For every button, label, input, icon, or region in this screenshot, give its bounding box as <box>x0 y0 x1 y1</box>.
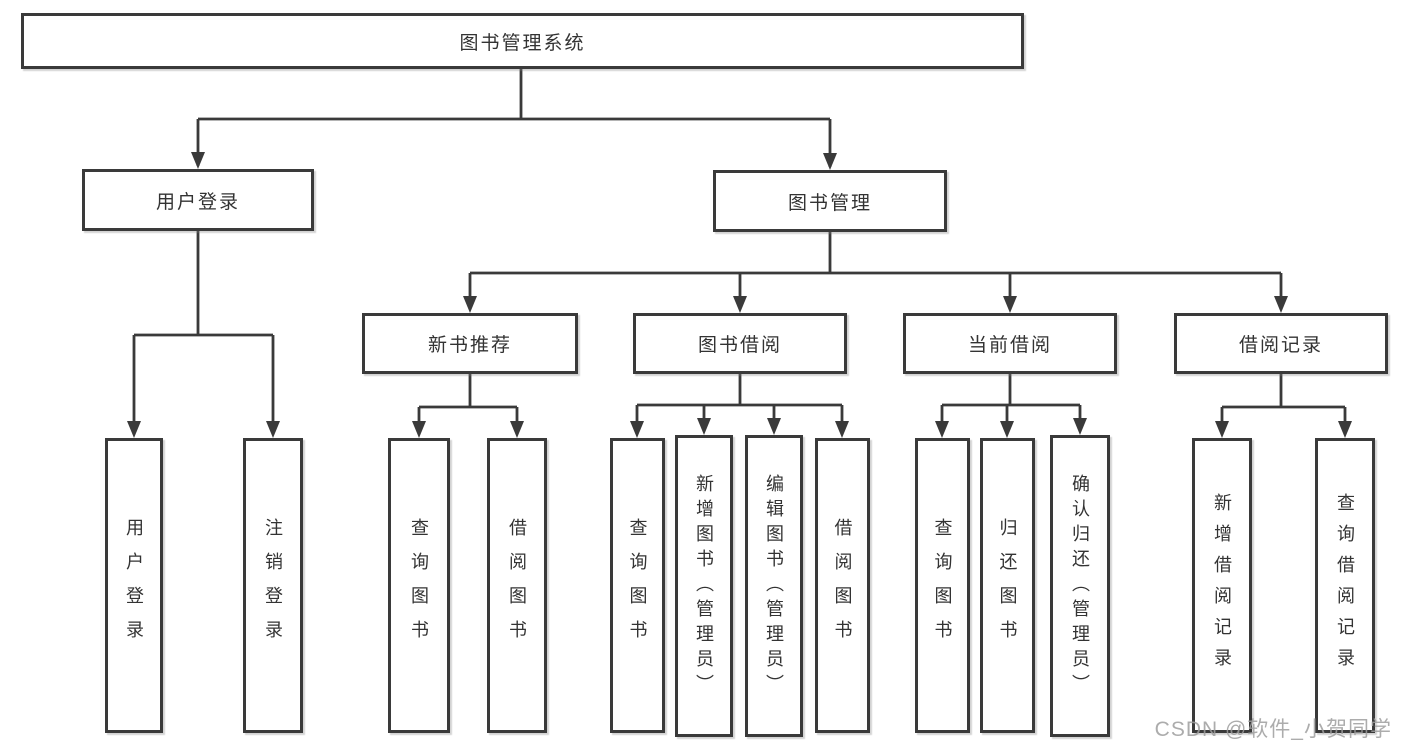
node-borrow-records-label: 借阅记录 <box>1238 335 1323 356</box>
leaf-query-books-2-label: 查询图书 <box>627 517 648 654</box>
leaf-user-login-label: 用户登录 <box>124 517 144 654</box>
leaf-query-books-3-label: 查询图书 <box>932 517 953 654</box>
csdn-watermark: CSDN @软件_小贺同学 <box>1154 718 1392 741</box>
leaf-edit-books-admin-label: 编辑图书（管理员） <box>764 473 784 699</box>
node-book-borrow-label: 图书借阅 <box>697 335 782 356</box>
node-current-borrow: 当前借阅 <box>903 313 1117 374</box>
leaf-add-borrow-record: 新增借阅记录 <box>1192 438 1252 733</box>
leaf-logout: 注销登录 <box>243 438 303 733</box>
node-user-login-label: 用户登录 <box>155 191 240 213</box>
leaf-borrow-books-1: 借阅图书 <box>487 438 547 733</box>
leaf-confirm-return-admin: 确认归还（管理员） <box>1050 435 1110 737</box>
leaf-query-books-3: 查询图书 <box>915 438 970 733</box>
leaf-return-books: 归还图书 <box>980 438 1035 733</box>
node-user-login: 用户登录 <box>82 169 314 231</box>
node-book-management: 图书管理 <box>713 170 947 232</box>
leaf-borrow-books-2: 借阅图书 <box>815 438 870 733</box>
leaf-query-borrow-record-label: 查询借阅记录 <box>1335 492 1355 679</box>
leaf-return-books-label: 归还图书 <box>997 517 1018 654</box>
node-current-borrow-label: 当前借阅 <box>967 335 1052 356</box>
node-borrow-records: 借阅记录 <box>1174 313 1388 374</box>
leaf-borrow-books-2-label: 借阅图书 <box>832 517 853 654</box>
leaf-confirm-return-admin-label: 确认归还（管理员） <box>1070 473 1090 699</box>
leaf-add-books-admin-label: 新增图书（管理员） <box>694 473 714 699</box>
leaf-borrow-books-1-label: 借阅图书 <box>507 517 527 654</box>
node-root-label: 图书管理系统 <box>459 32 586 54</box>
leaf-query-borrow-record: 查询借阅记录 <box>1315 438 1375 733</box>
leaf-add-borrow-record-label: 新增借阅记录 <box>1212 492 1232 679</box>
leaf-query-books-1: 查询图书 <box>388 438 450 733</box>
node-new-book-recommend: 新书推荐 <box>362 313 578 374</box>
leaf-add-books-admin: 新增图书（管理员） <box>675 435 733 737</box>
leaf-edit-books-admin: 编辑图书（管理员） <box>745 435 803 737</box>
node-new-book-recommend-label: 新书推荐 <box>427 335 512 356</box>
leaf-query-books-2: 查询图书 <box>610 438 665 733</box>
arrowheads <box>127 152 1352 438</box>
node-root: 图书管理系统 <box>21 13 1024 69</box>
leaf-logout-label: 注销登录 <box>263 517 283 654</box>
node-book-borrow: 图书借阅 <box>633 313 847 374</box>
node-book-management-label: 图书管理 <box>787 192 872 214</box>
leaf-user-login: 用户登录 <box>105 438 163 733</box>
leaf-query-books-1-label: 查询图书 <box>409 517 429 654</box>
